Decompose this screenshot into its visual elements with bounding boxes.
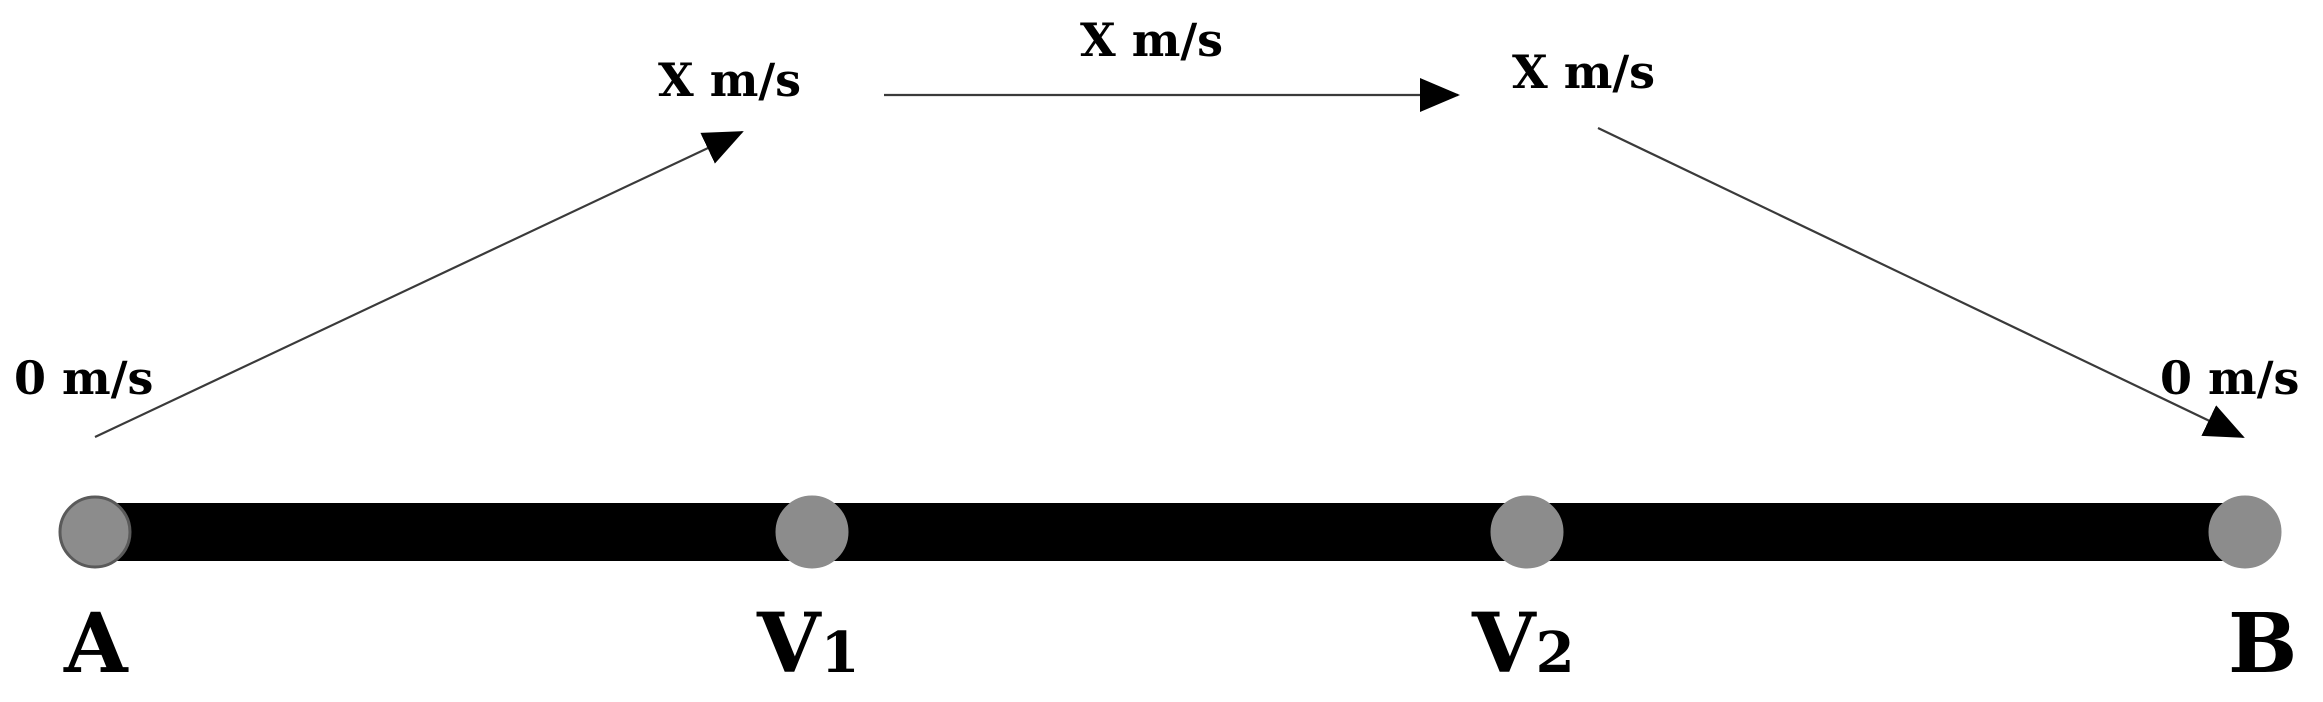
station-v2-subscript: 2 [1536, 620, 1575, 686]
node-v2 [1490, 495, 1564, 569]
speed-label-cruise: X m/s [1080, 13, 1223, 67]
speed-label-decel-start: X m/s [1512, 45, 1655, 99]
speed-label-accel-end: X m/s [658, 53, 801, 107]
speed-label-end: 0 m/s [2160, 351, 2299, 405]
station-v2-letter: V [1471, 596, 1537, 692]
station-label-b: B [2228, 596, 2297, 692]
station-label-v2: V2 [1471, 596, 1575, 692]
node-a [58, 495, 132, 569]
station-v1-letter: V [756, 596, 822, 692]
node-b [2208, 495, 2282, 569]
accel-arrow [94, 131, 744, 438]
station-v1-subscript: 1 [821, 620, 860, 686]
station-label-v1: V1 [756, 596, 860, 692]
node-v1 [775, 495, 849, 569]
station-label-a: A [63, 596, 129, 692]
speed-label-start: 0 m/s [14, 351, 153, 405]
decel-arrow [1597, 127, 2245, 438]
